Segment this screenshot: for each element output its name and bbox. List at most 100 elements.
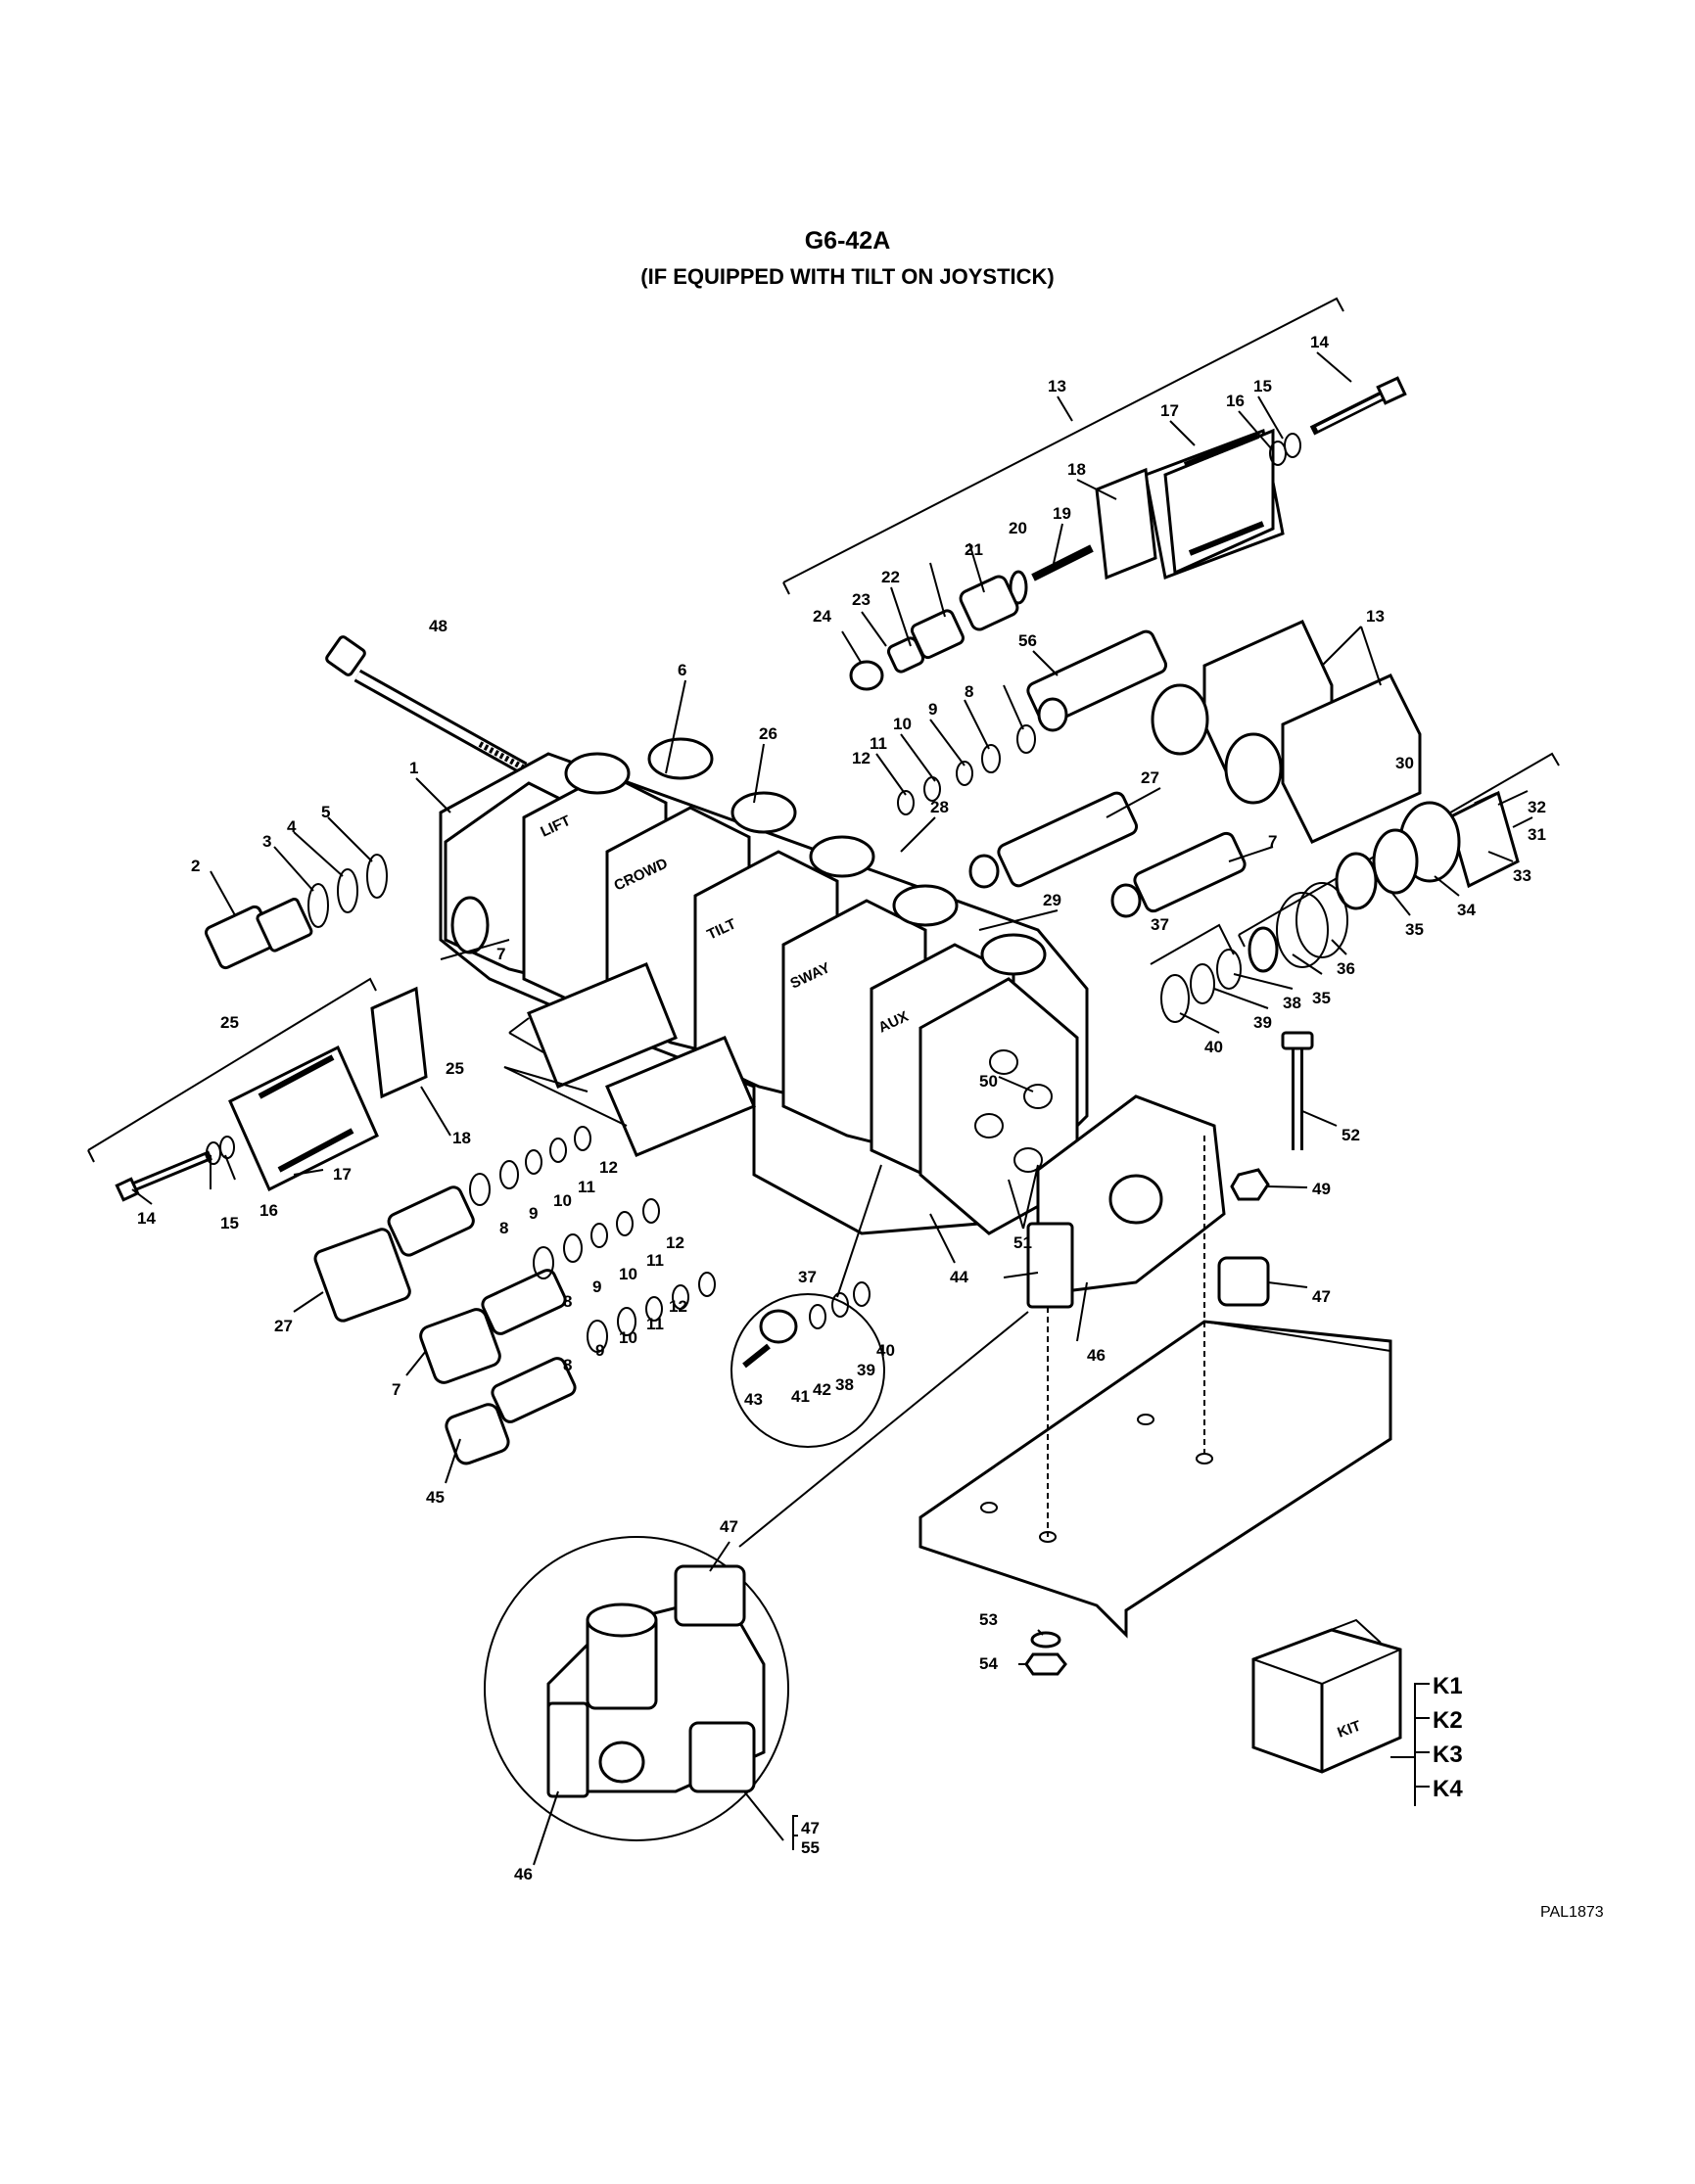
- callout-32: 32: [1528, 798, 1546, 816]
- kit-item-k3: K3: [1433, 1742, 1463, 1768]
- callout-35-lower: 35: [1312, 989, 1331, 1007]
- callout-24: 24: [813, 607, 831, 626]
- manifold-46: [1026, 1094, 1226, 1309]
- callout-39: 39: [1253, 1013, 1272, 1032]
- bracket-13-top: [782, 297, 1344, 595]
- o-rings-38-40-right: [1160, 949, 1242, 1023]
- callout-37-detail: 37: [798, 1268, 817, 1286]
- callout-22: 22: [881, 568, 900, 586]
- callout-5: 5: [321, 803, 330, 821]
- callout-17-left: 17: [333, 1165, 352, 1184]
- callout-38: 38: [1283, 994, 1301, 1012]
- callout-48: 48: [429, 617, 447, 635]
- callout-46-detail: 46: [514, 1865, 533, 1883]
- o-rings-8-12-top: [897, 724, 1036, 815]
- callout-16: 16: [1226, 392, 1245, 410]
- relief-valve-27-right: [968, 791, 1139, 889]
- callout-40-detail: 40: [876, 1341, 895, 1360]
- callout-35: 35: [1405, 920, 1424, 939]
- callout-37: 37: [1151, 915, 1169, 934]
- figure-subtitle: (IF EQUIPPED WITH TILT ON JOYSTICK): [640, 264, 1055, 289]
- callout-10-left-b: 10: [619, 1265, 637, 1283]
- callout-12: 12: [852, 749, 871, 767]
- nut-54: [1024, 1652, 1067, 1676]
- callout-53: 53: [979, 1610, 998, 1629]
- callout-30: 30: [1395, 754, 1414, 772]
- callout-21: 21: [965, 540, 983, 559]
- callout-7-left-a: 7: [496, 945, 505, 963]
- detail-circle-37: [730, 1281, 885, 1448]
- callout-28: 28: [930, 798, 949, 816]
- callout-11-left-b: 11: [646, 1251, 664, 1270]
- callout-45: 45: [426, 1488, 445, 1507]
- callout-14: 14: [1310, 333, 1329, 351]
- callout-12-left-b: 12: [666, 1233, 684, 1252]
- callout-40: 40: [1204, 1038, 1223, 1056]
- callout-38-detail: 38: [835, 1375, 854, 1394]
- figure-title: G6-42A: [804, 227, 891, 255]
- callout-10: 10: [893, 715, 912, 733]
- callout-13: 13: [1048, 377, 1066, 395]
- kit-item-k2: K2: [1433, 1707, 1463, 1734]
- callout-43: 43: [744, 1390, 763, 1409]
- callout-29: 29: [1043, 891, 1061, 909]
- bracket-25: [87, 977, 377, 1163]
- spring-assembly-19-24: [849, 544, 1094, 691]
- callout-36: 36: [1337, 959, 1355, 978]
- nut-49: [1230, 1168, 1270, 1201]
- washer-16-top: [1269, 441, 1287, 466]
- callout-9-left-c: 9: [595, 1341, 604, 1360]
- callout-56: 56: [1018, 631, 1037, 650]
- callout-7-left-b: 7: [392, 1380, 400, 1399]
- callout-31: 31: [1528, 825, 1546, 844]
- callout-4: 4: [287, 817, 297, 836]
- callout-10-left-c: 10: [619, 1328, 637, 1347]
- callout-52: 52: [1342, 1126, 1360, 1144]
- callout-2: 2: [191, 857, 200, 875]
- callout-34: 34: [1457, 901, 1476, 919]
- callout-9: 9: [928, 700, 937, 719]
- parts-31-36: [1248, 790, 1520, 973]
- detail-circle-manifold: [484, 1536, 789, 1841]
- callout-8-left-c: 8: [563, 1356, 572, 1374]
- mounting-bracket: [918, 1320, 1392, 1639]
- callout-54: 54: [979, 1654, 998, 1673]
- bolt-14-left: [115, 1150, 212, 1202]
- callout-8-left-a: 8: [499, 1219, 508, 1237]
- relief-valve-27-left: [313, 1185, 475, 1323]
- callout-27: 27: [1141, 768, 1159, 787]
- callout-11: 11: [870, 734, 887, 753]
- callout-8-left-b: 8: [563, 1292, 572, 1311]
- kit-bracket: [1390, 1683, 1430, 1806]
- kit-item-k4: K4: [1433, 1776, 1463, 1802]
- callout-50: 50: [979, 1072, 998, 1091]
- bolt-14-top: [1309, 376, 1407, 436]
- spool-caps-25-left: [527, 962, 756, 1157]
- o-rings-8-12-left: [469, 1126, 716, 1353]
- callout-55: 55: [801, 1838, 820, 1857]
- callout-18: 18: [1067, 460, 1086, 479]
- kit-box: [1251, 1618, 1402, 1774]
- callout-8: 8: [965, 682, 973, 701]
- callout-18-left: 18: [452, 1129, 471, 1147]
- callout-9-left-a: 9: [529, 1204, 538, 1223]
- callout-9-left-b: 9: [592, 1278, 601, 1296]
- callout-11-left-a: 11: [578, 1178, 595, 1196]
- relief-valve-7-right: [1110, 831, 1247, 918]
- callout-16-left: 16: [259, 1201, 278, 1220]
- callout-1: 1: [409, 759, 418, 777]
- washer-15-left: [206, 1141, 221, 1165]
- bracket-37: [1150, 923, 1235, 965]
- detail-leader-manifold: [738, 1311, 1029, 1548]
- callout-3: 3: [262, 832, 271, 851]
- callout-10-left-a: 10: [553, 1191, 572, 1210]
- callout-47-detail: 47: [720, 1517, 738, 1536]
- relief-valve-56: [1026, 629, 1168, 732]
- callout-20: 20: [1009, 519, 1027, 537]
- callout-15-left: 15: [220, 1214, 239, 1232]
- spool-caps-13-right: [1151, 620, 1422, 844]
- fitting-2: [204, 897, 313, 970]
- callout-23: 23: [852, 590, 871, 609]
- o-rings-3-4-5: [307, 854, 388, 928]
- figure-reference: PAL1873: [1540, 1904, 1604, 1921]
